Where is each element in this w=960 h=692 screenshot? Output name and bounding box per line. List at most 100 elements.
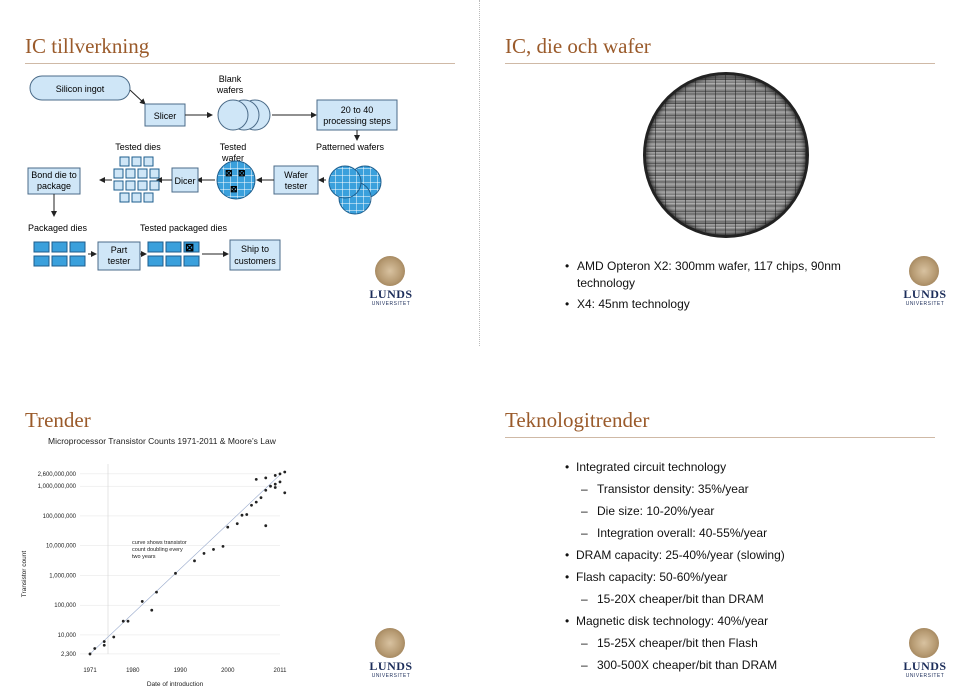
fail-mark-icon: ⊠ bbox=[238, 168, 246, 178]
logo-name: LUNDS bbox=[369, 287, 413, 301]
tested-dies-grid bbox=[113, 156, 160, 203]
chart-annotation-line: two years bbox=[132, 554, 156, 560]
tested-wafer-label-2: wafer bbox=[221, 153, 244, 163]
data-point bbox=[140, 600, 144, 603]
wafer-photo bbox=[643, 72, 809, 238]
sub-bullet-item: Integration overall: 40-55%/year bbox=[565, 522, 905, 544]
title-rule bbox=[505, 437, 935, 438]
logo-name: LUNDS bbox=[903, 287, 947, 301]
y-axis-label: Transistor count bbox=[21, 551, 28, 598]
data-point bbox=[264, 488, 268, 492]
ship-to-customers-box bbox=[229, 239, 281, 271]
logo-sub: UNIVERSITET bbox=[371, 673, 411, 679]
wafer-die-grid bbox=[646, 75, 806, 235]
blank-wafer-icon bbox=[217, 99, 249, 131]
patterned-wafer-icon bbox=[328, 165, 362, 199]
ic-process-flow-diagram: Silicon ingot Slicer Blank wafers 20 to … bbox=[27, 74, 398, 271]
data-point bbox=[221, 544, 225, 548]
fail-mark-icon: ⊠ bbox=[230, 184, 238, 194]
y-tick-label: 10,000 bbox=[58, 633, 77, 639]
sub-bullet-item: 300-500X cheaper/bit than DRAM bbox=[565, 654, 905, 676]
sub-bullet-item: Die size: 10-20%/year bbox=[565, 500, 905, 522]
y-tick-label: 1,000,000 bbox=[49, 573, 76, 579]
title-rule bbox=[505, 63, 935, 64]
data-point bbox=[226, 525, 230, 529]
slide-die-and-wafer[interactable]: IC, die och wafer AMD Opteron X2: 300mm … bbox=[480, 0, 960, 346]
transistor-count-chart: Microprocessor Transistor Counts 1971-20… bbox=[21, 436, 288, 688]
y-tick-label: 100,000 bbox=[54, 603, 76, 609]
slide-title: IC tillverkning bbox=[25, 34, 150, 58]
wafer-tester-label-1: Wafer bbox=[284, 170, 308, 180]
data-point bbox=[250, 503, 253, 507]
data-point bbox=[278, 480, 282, 484]
seal-icon bbox=[909, 628, 939, 658]
data-point bbox=[254, 477, 258, 481]
data-point bbox=[112, 635, 116, 639]
data-point bbox=[269, 484, 272, 488]
x-tick-label: 1980 bbox=[126, 668, 140, 674]
data-point bbox=[273, 474, 277, 477]
dicer-label: Dicer bbox=[174, 176, 195, 186]
slicer-label: Slicer bbox=[154, 111, 177, 121]
chart-title: Microprocessor Transistor Counts 1971-20… bbox=[48, 436, 277, 446]
data-point bbox=[278, 472, 282, 476]
logo-sub: UNIVERSITET bbox=[905, 673, 945, 679]
processing-steps-box bbox=[316, 99, 398, 131]
logo-sub: UNIVERSITET bbox=[371, 301, 411, 307]
data-point bbox=[273, 486, 277, 489]
y-tick-label: 2,300 bbox=[61, 652, 77, 658]
title-rule bbox=[25, 63, 455, 64]
data-point bbox=[273, 482, 277, 486]
slide-title: IC, die och wafer bbox=[505, 34, 651, 58]
data-point bbox=[235, 522, 239, 526]
data-point bbox=[88, 652, 92, 656]
seal-icon bbox=[375, 628, 405, 658]
x-tick-label: 1990 bbox=[174, 668, 188, 674]
data-point bbox=[155, 590, 158, 594]
data-point bbox=[283, 470, 287, 474]
x-tick-label: 1971 bbox=[83, 668, 97, 674]
seal-icon bbox=[375, 256, 405, 286]
bullet-item: DRAM capacity: 25-40%/year (slowing) bbox=[565, 544, 905, 566]
blank-wafers-label-2: wafers bbox=[216, 85, 244, 95]
data-point bbox=[174, 571, 177, 575]
y-tick-label: 100,000,000 bbox=[43, 514, 77, 520]
ship-label-2: customers bbox=[234, 256, 276, 266]
university-logo: LUNDS UNIVERSITET bbox=[366, 256, 416, 310]
data-point bbox=[264, 524, 268, 528]
part-tester-label-1: Part bbox=[111, 245, 128, 255]
y-tick-label: 1,000,000,000 bbox=[38, 484, 77, 490]
moores-law-line bbox=[89, 474, 281, 655]
silicon-ingot-shape bbox=[29, 75, 131, 101]
packaged-dies-icons bbox=[33, 241, 86, 267]
blank-wafers-label-1: Blank bbox=[219, 74, 242, 84]
chart-annotation-line: curve shows transistor bbox=[132, 540, 187, 546]
bullet-item: Magnetic disk technology: 40%/year bbox=[565, 610, 905, 632]
slide-trends[interactable]: Trender Microprocessor Transistor Counts… bbox=[0, 346, 480, 692]
silicon-ingot-label: Silicon ingot bbox=[56, 84, 105, 94]
university-logo: LUNDS UNIVERSITET bbox=[900, 628, 950, 682]
ship-label-1: Ship to bbox=[241, 244, 269, 254]
data-point bbox=[212, 548, 215, 551]
data-point bbox=[245, 513, 249, 516]
y-tick-label: 10,000,000 bbox=[46, 544, 77, 550]
data-point bbox=[254, 500, 258, 504]
data-point bbox=[93, 647, 97, 650]
tested-wafer-label-1: Tested bbox=[220, 142, 247, 152]
fail-mark-icon: ⊠ bbox=[225, 168, 233, 178]
processing-label-1: 20 to 40 bbox=[341, 105, 374, 115]
data-point bbox=[264, 476, 268, 480]
logo-sub: UNIVERSITET bbox=[905, 301, 945, 307]
university-logo: LUNDS UNIVERSITET bbox=[900, 256, 950, 310]
bullet-item: Integrated circuit technology bbox=[565, 456, 905, 478]
processing-label-2: processing steps bbox=[323, 116, 391, 126]
tested-packaged-dies-icons bbox=[147, 241, 200, 267]
slide-ic-manufacturing[interactable]: IC tillverkning Silicon ingot Slicer Bla… bbox=[0, 0, 480, 346]
slide-divider bbox=[479, 0, 480, 346]
slide-technology-trends[interactable]: Teknologitrender Integrated circuit tech… bbox=[480, 346, 960, 692]
slide-title: Teknologitrender bbox=[505, 408, 650, 432]
part-tester-label-2: tester bbox=[108, 256, 131, 266]
data-point bbox=[150, 608, 154, 612]
x-tick-label: 2011 bbox=[274, 668, 288, 674]
chart-annotation-line: count doubling every bbox=[132, 547, 183, 553]
